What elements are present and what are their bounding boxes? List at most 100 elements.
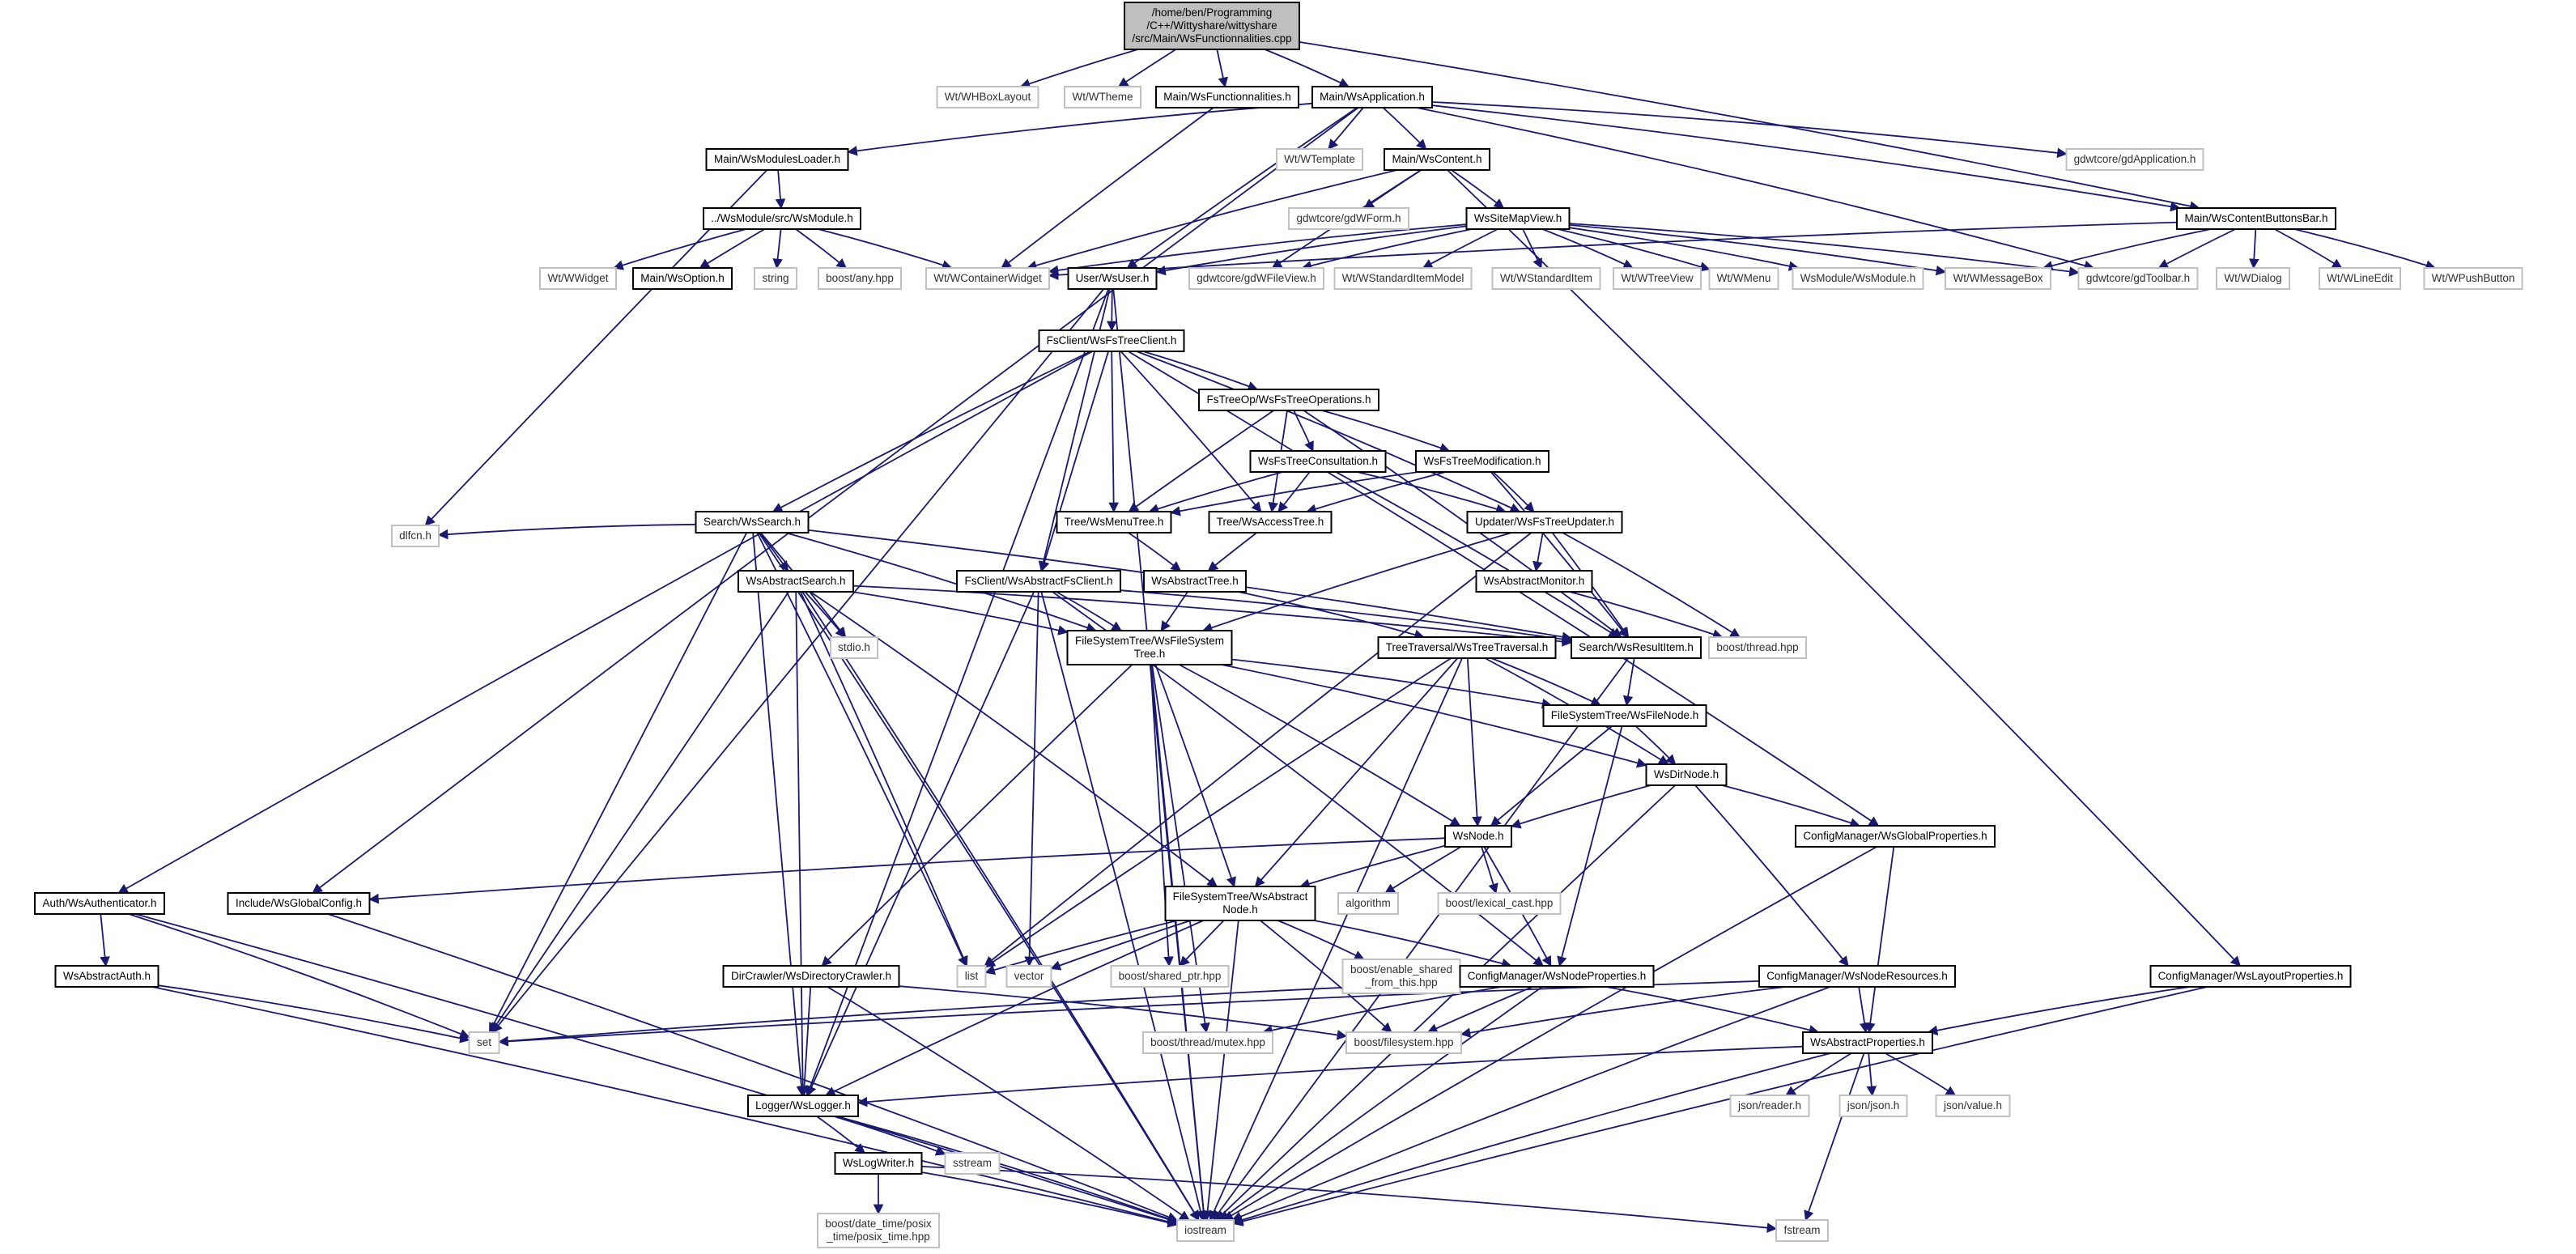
edge-sitemap-to-wcontainer [1048,223,1467,276]
edge-fstreeclient-to-authn [117,351,1094,894]
node-box [1708,636,1807,659]
edge-fstree-to-dircrawler [821,664,1133,967]
node-box [1775,1219,1829,1242]
node-absmonitor[interactable]: WsAbstractMonitor.h [1475,570,1593,593]
edge-abstree-to-fstree [1160,591,1188,632]
node-label: WsLogWriter.h [843,1157,914,1169]
node-box [1384,148,1490,171]
node-treetrav[interactable]: TreeTraversal/WsTreeTraversal.h [1377,636,1557,659]
node-enableshared: boost/enable_shared_from_this.hpp [1341,959,1461,994]
node-label: boost/thread/mutex.hpp [1150,1036,1265,1048]
node-accesstree[interactable]: Tree/WsAccessTree.h [1208,511,1333,533]
node-resultitem[interactable]: Search/WsResultItem.h [1571,636,1702,659]
node-logger[interactable]: Logger/WsLogger.h [747,1095,859,1117]
node-wsmodmodule: WsModule/WsModule.h [1792,267,1924,290]
node-label: Main/WsOption.h [640,272,725,284]
node-updater[interactable]: Updater/WsFsTreeUpdater.h [1466,511,1623,533]
node-wscbb[interactable]: Main/WsContentButtonsBar.h [2176,207,2336,230]
edge-wsapp-to-wscontent [1382,107,1427,150]
node-box [1155,86,1299,108]
edge-treetrav-to-iostream [1209,657,1464,1222]
edge-absauth-to-iostream [152,986,1179,1227]
node-wsfunc[interactable]: Main/WsFunctionnalities.h [1155,86,1299,108]
node-layoutprops[interactable]: ConfigManager/WsLayoutProperties.h [2149,965,2352,988]
node-absprops[interactable]: WsAbstractProperties.h [1802,1031,1933,1054]
edge-treetrav-to-filenode [1490,657,1601,706]
node-fsconsult[interactable]: WsFsTreeConsultation.h [1249,450,1387,473]
node-wsoption[interactable]: Main/WsOption.h [632,267,733,290]
node-search[interactable]: Search/WsSearch.h [695,511,810,533]
node-box [1444,825,1512,848]
node-wsuser[interactable]: User/WsUser.h [1067,267,1158,290]
node-label: WsFsTreeModification.h [1423,455,1541,467]
node-label: boost/any.hpp [826,272,894,284]
node-globalprops[interactable]: ConfigManager/WsGlobalProperties.h [1795,825,1996,848]
node-dirnode[interactable]: WsDirNode.h [1645,763,1728,786]
node-absfsclient[interactable]: FsClient/WsAbstractFsClient.h [956,570,1121,593]
edge-wsfunc-to-wcontainer [1001,107,1214,269]
node-abssearch[interactable]: WsAbstractSearch.h [738,570,854,593]
node-fsmodif[interactable]: WsFsTreeModification.h [1415,450,1549,473]
node-box [817,1213,940,1248]
node-box [1249,450,1387,473]
node-logwriter[interactable]: WsLogWriter.h [834,1152,923,1175]
node-gdfileview: gdwtcore/gdWFileView.h [1188,267,1324,290]
edge-sitemap-to-wsmodmodule [1569,227,1800,271]
node-label: ConfigManager/WsNodeProperties.h [1468,970,1647,982]
node-label: json/json.h [1847,1099,1900,1112]
node-wsnode[interactable]: WsNode.h [1444,825,1512,848]
node-box [2065,148,2204,171]
node-abstree[interactable]: WsAbstractTree.h [1143,570,1247,593]
edge-wsmodule-to-wsoption [699,228,765,269]
node-label: WsNode.h [1452,830,1503,842]
node-noderes[interactable]: ConfigManager/WsNodeResources.h [1758,965,1956,988]
node-stditem: Wt/WStandardItem [1491,267,1601,290]
node-modloader[interactable]: Main/WsModulesLoader.h [705,148,849,171]
node-label: list [965,970,979,982]
edge-sitemap-to-gdfileview [1301,228,1473,271]
node-label: gdwtcore/gdApplication.h [2074,153,2196,165]
node-label: fstream [1783,1224,1820,1236]
node-wsapp[interactable]: Main/WsApplication.h [1311,86,1433,108]
node-wsmodule[interactable]: ../WsModule/src/WsModule.h [703,207,861,230]
edge-filenode-to-nodeprops [1557,725,1623,967]
edge-search-to-dlfcn [437,523,696,540]
node-label: Wt/WTemplate [1284,153,1355,165]
node-filenode[interactable]: FileSystemTree/WsFileNode.h [1542,704,1707,727]
edge-filenode-to-wsnode [1490,725,1613,827]
node-sitemap[interactable]: WsSiteMapView.h [1465,207,1571,230]
node-box [747,1095,859,1117]
edge-noderes-to-iostream [1231,986,1831,1222]
node-fstream: fstream [1775,1219,1829,1242]
node-box [1276,148,1363,171]
node-label: Main/WsContentButtonsBar.h [2184,212,2327,224]
node-label: Search/WsResultItem.h [1579,641,1694,653]
node-fstreeclient[interactable]: FsClient/WsFsTreeClient.h [1038,329,1185,352]
node-authn[interactable]: Auth/WsAuthenticator.h [34,892,165,915]
node-absauth[interactable]: WsAbstractAuth.h [54,965,159,988]
node-label: Wt/WStandardItem [1500,272,1592,284]
node-menutree[interactable]: Tree/WsMenuTree.h [1056,511,1172,533]
node-label: boost/thread.hpp [1716,641,1798,653]
node-label: ConfigManager/WsGlobalProperties.h [1803,830,1987,842]
edge-sitemap-to-wmsgbox [1569,224,1947,276]
node-box [1005,965,1052,988]
edge-dircrawler-to-iostream [827,986,1190,1221]
node-label: boost/lexical_cast.hpp [1446,897,1554,909]
edge-globalprops-to-iostream [1222,846,1877,1221]
node-box [1345,1031,1462,1054]
edge-menutree-to-abstree [1128,532,1182,572]
node-label: Main/WsFunctionnalities.h [1163,91,1291,103]
node-dircrawler[interactable]: DirCrawler/WsDirectoryCrawler.h [722,965,900,988]
node-box [1708,267,1779,290]
node-wscontent[interactable]: Main/WsContent.h [1384,148,1490,171]
node-globalconfig[interactable]: Include/WsGlobalConfig.h [227,892,371,915]
node-label: Wt/WContainerWidget [933,272,1042,284]
edge-wscbb-to-wlineedit [2274,228,2343,269]
node-fstreeops[interactable]: FsTreeOp/WsFsTreeOperations.h [1198,389,1379,411]
node-jsonjson: json/json.h [1838,1095,1908,1117]
edge-abssearch-to-fstree [852,591,1069,636]
node-nodeprops[interactable]: ConfigManager/WsNodeProperties.h [1459,965,1655,988]
